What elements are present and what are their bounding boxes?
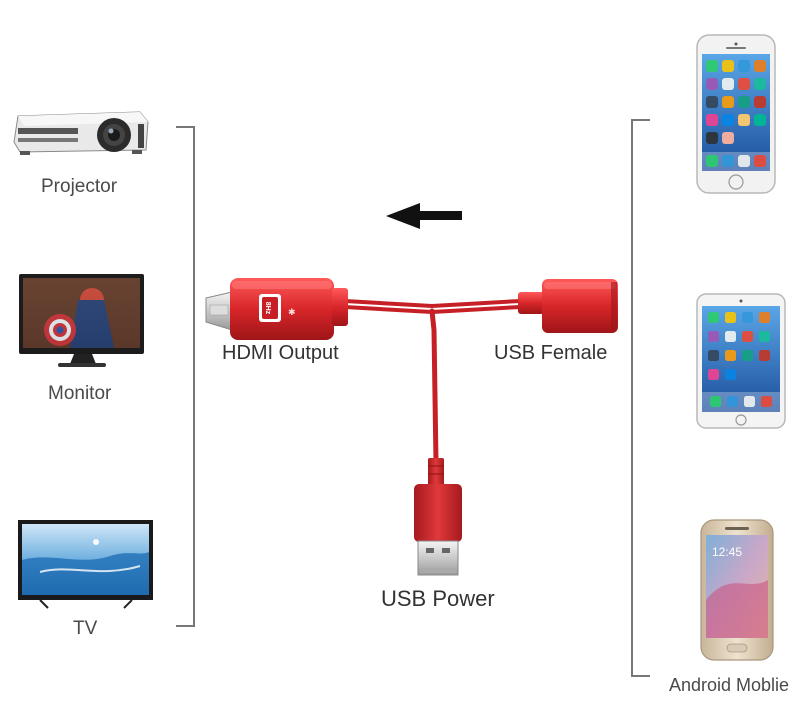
projector-icon — [13, 111, 149, 155]
usb-female-label: USB Female — [494, 342, 608, 364]
direction-arrow-icon — [386, 203, 462, 229]
usb-power-label: USB Power — [381, 586, 495, 611]
monitor-icon — [19, 274, 144, 367]
android-mobile-label: Android Moblie — [669, 675, 790, 695]
hdmi-badge-text: 8Hz — [264, 302, 271, 315]
android-phone-icon: 12:45 — [700, 519, 774, 661]
hdmi-connector: 8Hz ✱ — [205, 278, 348, 340]
iphone-icon — [696, 34, 776, 194]
phone-clock: 12:45 — [712, 545, 742, 559]
tv-icon — [18, 520, 153, 609]
monitor-label: Monitor — [48, 383, 112, 404]
svg-text:✱: ✱ — [288, 308, 296, 318]
projector-label: Projector — [41, 176, 118, 197]
usb-power-connector — [414, 458, 462, 576]
hdmi-output-label: HDMI Output — [222, 342, 339, 364]
usb-female-connector — [518, 279, 618, 333]
cable-wires — [343, 299, 522, 465]
ipad-icon — [696, 293, 786, 429]
tv-label: TV — [73, 618, 98, 639]
left-bracket — [176, 126, 195, 627]
right-bracket — [631, 119, 650, 677]
